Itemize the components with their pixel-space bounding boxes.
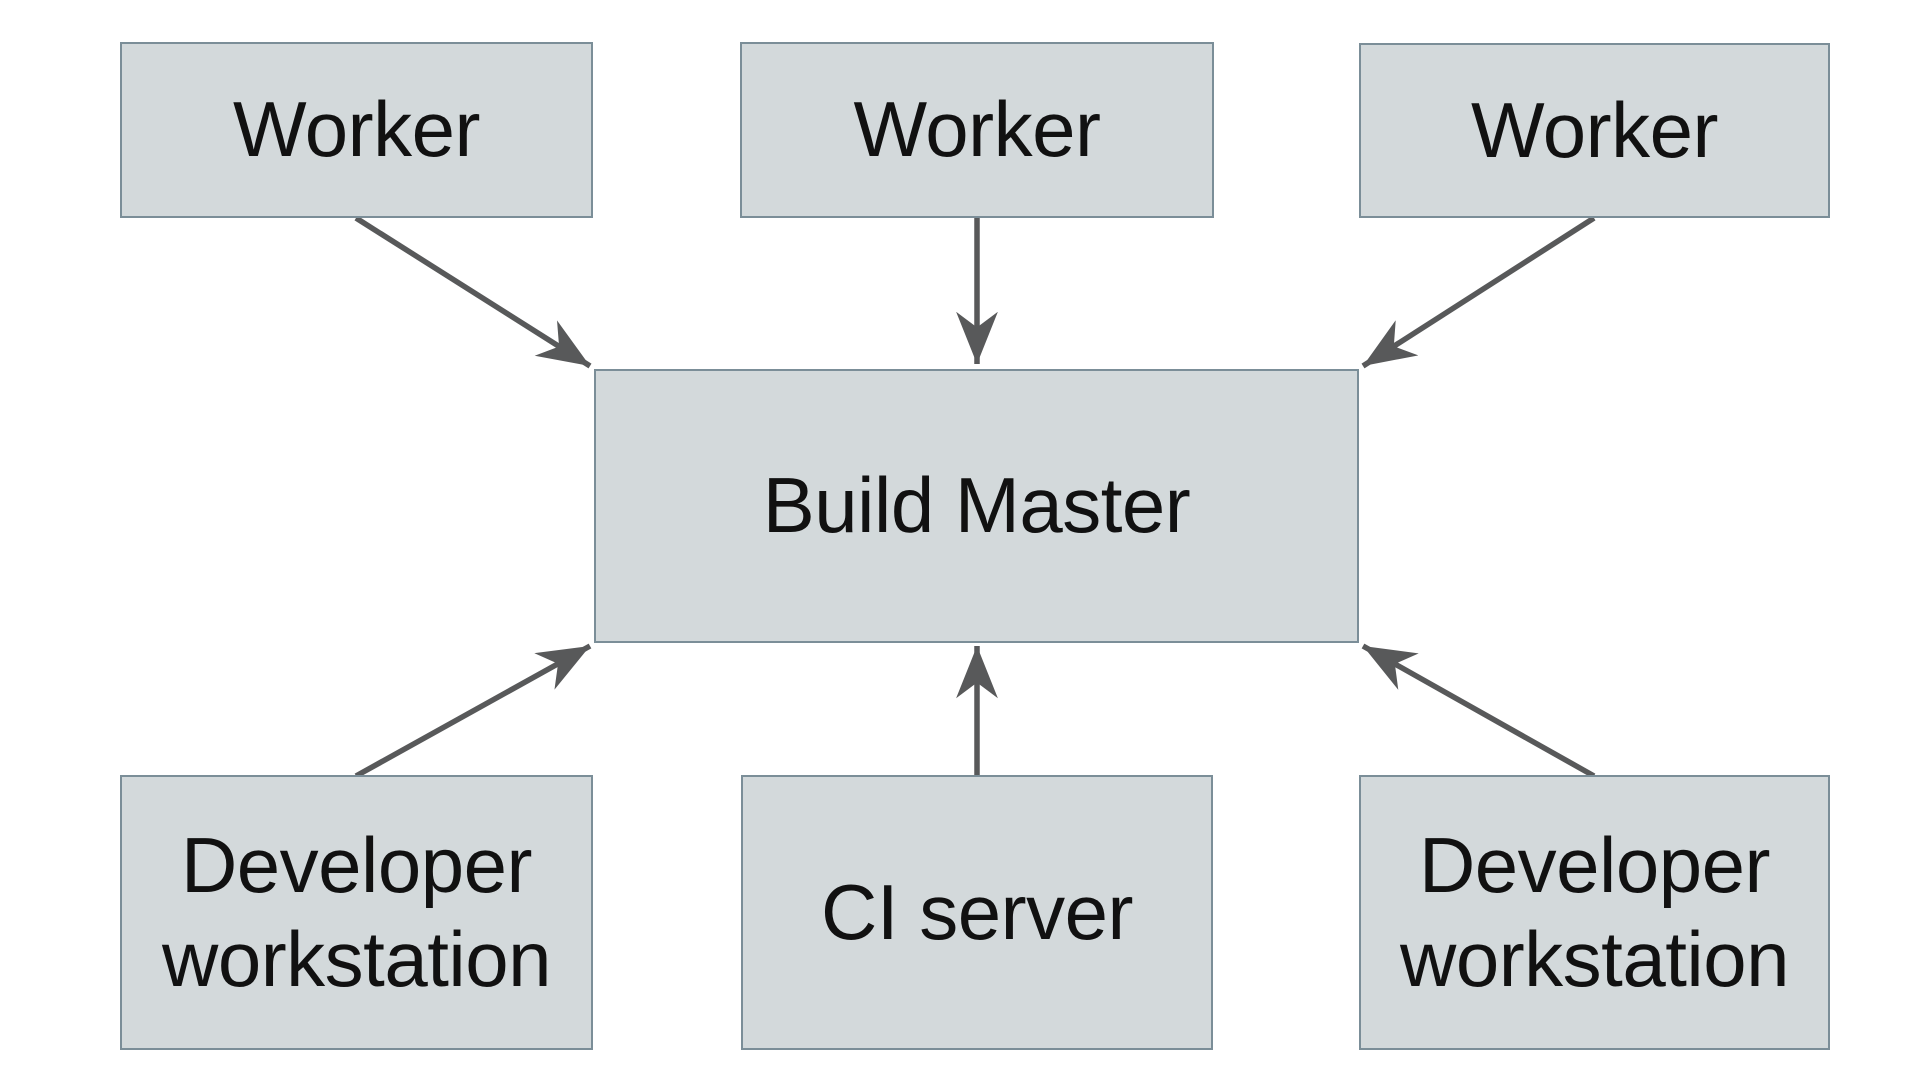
node-ci-server-label: CI server (821, 867, 1133, 956)
arrow-devleft-to-buildmaster (354, 643, 592, 779)
node-worker-3-label: Worker (1471, 85, 1718, 174)
node-build-master-label: Build Master (762, 461, 1191, 550)
node-worker-2: Worker (740, 42, 1214, 218)
node-worker-2-label: Worker (853, 85, 1101, 174)
node-ci-server: CI server (741, 775, 1213, 1050)
arrow-worker3-to-buildmaster (1361, 215, 1596, 369)
arrow-worker1-to-buildmaster (354, 215, 592, 369)
node-developer-workstation-left: Developer workstation (120, 775, 593, 1050)
node-developer-workstation-right: Developer workstation (1359, 775, 1830, 1050)
node-worker-1: Worker (120, 42, 593, 218)
node-developer-workstation-left-label: Developer workstation (162, 820, 552, 1003)
node-build-master: Build Master (594, 369, 1359, 643)
arrow-devright-to-buildmaster (1361, 643, 1596, 779)
node-worker-1-label: Worker (233, 85, 480, 174)
node-developer-workstation-right-label: Developer workstation (1400, 820, 1790, 1003)
node-worker-3: Worker (1359, 43, 1830, 218)
